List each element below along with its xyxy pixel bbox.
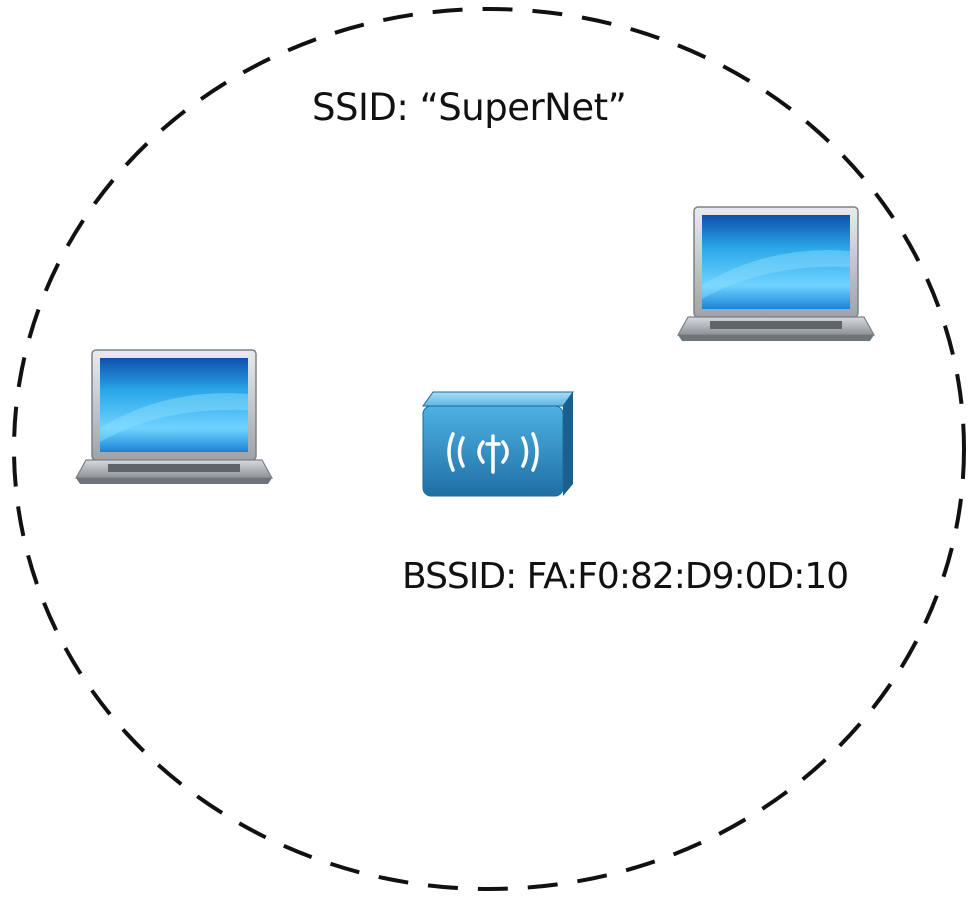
laptop-icon (676, 206, 876, 341)
network-boundary (12, 7, 966, 891)
bssid-label: BSSID: FA:F0:82:D9:0D:10 (402, 556, 849, 597)
laptop-icon (74, 349, 274, 484)
wireless-access-point-icon (422, 391, 574, 497)
ssid-label: SSID: “SuperNet” (312, 86, 627, 129)
